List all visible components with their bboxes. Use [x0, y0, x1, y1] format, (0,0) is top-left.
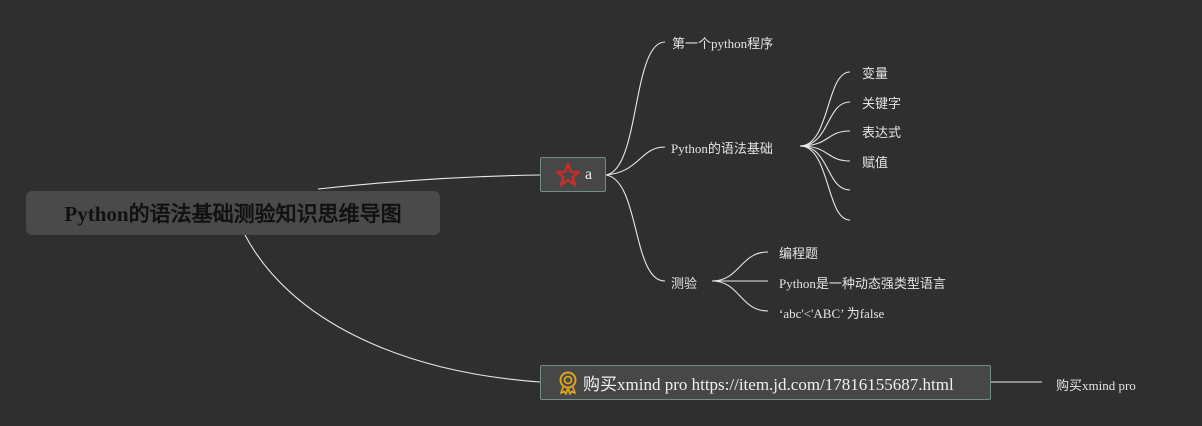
award-ribbon-icon [557, 371, 579, 395]
topic-programming-question[interactable]: 编程题 [779, 246, 819, 261]
topic-assignment[interactable]: 赋值 [862, 155, 889, 170]
root-title: Python的语法基础测验知识思维导图 [64, 202, 402, 226]
topic-buy-xmind-pro[interactable]: 购买xmind pro [1056, 378, 1136, 393]
branch-a-label: a [585, 165, 593, 183]
topic-keyword[interactable]: 关键字 [862, 96, 902, 111]
branch-a-topic[interactable]: a [540, 157, 606, 192]
star-icon [555, 162, 581, 188]
root-topic[interactable]: Python的语法基础测验知识思维导图 [26, 191, 440, 235]
topic-variable[interactable]: 变量 [862, 66, 889, 81]
topic-dynamic-typing[interactable]: Python是一种动态强类型语言 [779, 276, 946, 291]
branch-buy-label: 购买xmind pro https://item.jd.com/17816155… [583, 375, 954, 394]
topic-string-compare[interactable]: ‘abc'<'ABC’ 为false [779, 306, 885, 321]
branch-buy-topic[interactable]: 购买xmind pro https://item.jd.com/17816155… [540, 365, 991, 400]
topic-quiz[interactable]: 测验 [671, 276, 698, 291]
topic-first-program[interactable]: 第一个python程序 [672, 36, 774, 51]
topic-expression[interactable]: 表达式 [862, 125, 902, 140]
topic-syntax-basics[interactable]: Python的语法基础 [671, 141, 773, 156]
